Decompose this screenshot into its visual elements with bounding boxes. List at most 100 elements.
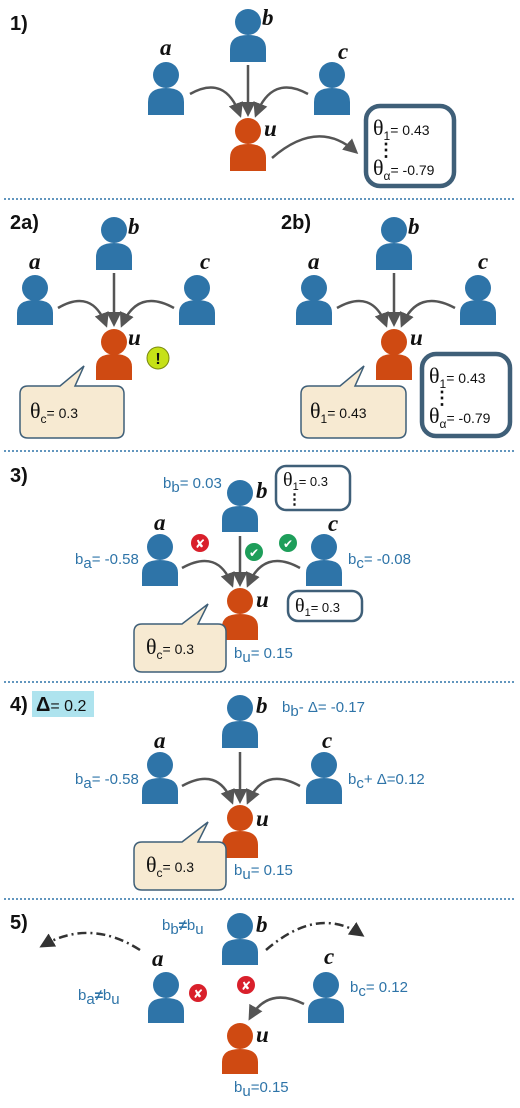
- person-c-icon: [306, 752, 342, 804]
- panel-5: 5) a b c u ✘ ✘ bb≠bu ba≠bu bc= 0.12: [10, 912, 408, 1100]
- node-label-c: c: [338, 39, 348, 64]
- panel-label: 1): [10, 13, 28, 35]
- accept-mark-text: ✔: [283, 537, 293, 551]
- alert-icon: [146, 346, 170, 370]
- bubble-text: θc= 0.3: [146, 852, 194, 880]
- panel-1: 1) a b c u θ1= 0.43 ⋮ θα= -0.79: [10, 5, 457, 189]
- panel-2b: 2b) a b c u θ1= 0.43 θ1= 0.43 ⋮ θα= -0.7…: [281, 212, 513, 439]
- node-label-u: u: [256, 587, 269, 612]
- node-label-u: u: [256, 1022, 269, 1047]
- delta-text: Δ= 0.2: [36, 694, 87, 716]
- reject-mark-text: ✘: [195, 537, 205, 551]
- person-b-icon: [222, 913, 258, 965]
- b-value-u: bu= 0.15: [234, 862, 293, 883]
- b-value-c: bc+ Δ=0.12: [348, 771, 425, 792]
- edge-u-box: [271, 135, 359, 159]
- person-a-icon: [148, 62, 184, 115]
- person-b-icon: [222, 480, 258, 532]
- theta-box-b: [274, 464, 352, 512]
- edge-c-u: [399, 299, 456, 328]
- panel-label: 2a): [10, 212, 39, 234]
- reject-mark-icon: [237, 976, 255, 994]
- theta-box-c-text: θ1= 0.3: [295, 595, 340, 619]
- edge-a-away: [39, 931, 141, 952]
- b-value-u: bu= 0.15: [234, 645, 293, 666]
- person-a-icon: [296, 275, 332, 325]
- node-label-c: c: [200, 249, 210, 274]
- alert-mark: !: [155, 351, 160, 368]
- person-u-icon: [230, 118, 266, 171]
- edge-a-u: [181, 559, 235, 588]
- theta-bubble: [300, 365, 407, 439]
- theta-dots: ⋮: [287, 492, 302, 508]
- person-c-icon: [306, 534, 342, 586]
- theta-bubble: [19, 365, 125, 439]
- reject-mark-text: ✘: [241, 979, 251, 993]
- theta-box: [363, 103, 457, 189]
- b-value-c: bc= -0.08: [348, 551, 411, 572]
- person-b-icon: [376, 217, 412, 270]
- person-c-icon: [308, 972, 344, 1023]
- panel-label: 2b): [281, 212, 311, 234]
- reject-mark-icon: [191, 534, 209, 552]
- person-u-icon: [222, 805, 258, 858]
- person-c-icon: [314, 62, 350, 115]
- node-label-c: c: [324, 944, 334, 969]
- panel-label: 5): [10, 912, 28, 934]
- reject-mark-icon: [189, 984, 207, 1002]
- theta-line-2: θα= -0.79: [373, 155, 435, 183]
- node-label-u: u: [264, 116, 277, 141]
- node-label-b: b: [256, 478, 268, 503]
- panel-label: 3): [10, 465, 28, 487]
- panel-3: 3) a b c u ✘ ✔ ✔ bb= 0.03 ba= -0.58: [10, 464, 411, 673]
- edge-c-u: [246, 777, 301, 805]
- person-c-icon: [460, 275, 496, 325]
- edge-a-u: [189, 86, 243, 118]
- bubble-text: θc= 0.3: [146, 634, 194, 662]
- node-label-b: b: [408, 214, 420, 239]
- node-label-u: u: [256, 806, 269, 831]
- b-value-b: bb= 0.03: [163, 475, 222, 496]
- edge-b-away: [265, 921, 365, 951]
- theta-box-b-text: θ1= 0.3: [283, 469, 328, 493]
- theta-bubble: [133, 603, 227, 673]
- b-value-u: bu=0.15: [234, 1079, 289, 1100]
- b-value-a: ba≠bu: [78, 987, 120, 1008]
- b-value-a: ba= -0.58: [75, 771, 139, 792]
- person-u-icon: [222, 1023, 258, 1074]
- edge-a-u: [57, 299, 109, 328]
- theta-line-2: θα= -0.79: [429, 403, 491, 431]
- theta-bubble: [133, 821, 227, 891]
- person-a-icon: [142, 752, 178, 804]
- b-value-b: bb≠bu: [162, 917, 204, 938]
- panel-2a: 2a) a b c u ! θc= 0.3: [10, 212, 215, 439]
- node-label-a: a: [152, 946, 164, 971]
- theta-dots: ⋮: [377, 140, 395, 160]
- person-u-icon: [96, 329, 132, 380]
- accept-mark-icon: [245, 543, 263, 561]
- node-label-b: b: [262, 5, 274, 30]
- panel-label: 4): [10, 694, 28, 716]
- node-label-a: a: [160, 35, 172, 60]
- edge-c-u: [245, 559, 301, 588]
- node-label-c: c: [478, 249, 488, 274]
- node-label-b: b: [256, 912, 268, 937]
- theta-box: [419, 351, 513, 439]
- node-label-u: u: [128, 325, 141, 350]
- person-a-icon: [17, 275, 53, 325]
- edge-c-u: [253, 86, 309, 118]
- theta-box-c: [286, 589, 364, 623]
- accept-mark-icon: [279, 534, 297, 552]
- bubble-text: θc= 0.3: [30, 398, 78, 426]
- node-label-c: c: [322, 728, 332, 753]
- node-label-b: b: [256, 693, 268, 718]
- b-value-b: bb- Δ= -0.17: [282, 699, 365, 720]
- edge-a-u: [336, 299, 389, 328]
- accept-mark-text: ✔: [249, 546, 259, 560]
- person-b-icon: [96, 217, 132, 270]
- edge-c-u: [248, 996, 305, 1021]
- person-c-icon: [179, 275, 215, 325]
- edge-c-u: [119, 299, 175, 328]
- node-label-a: a: [29, 249, 41, 274]
